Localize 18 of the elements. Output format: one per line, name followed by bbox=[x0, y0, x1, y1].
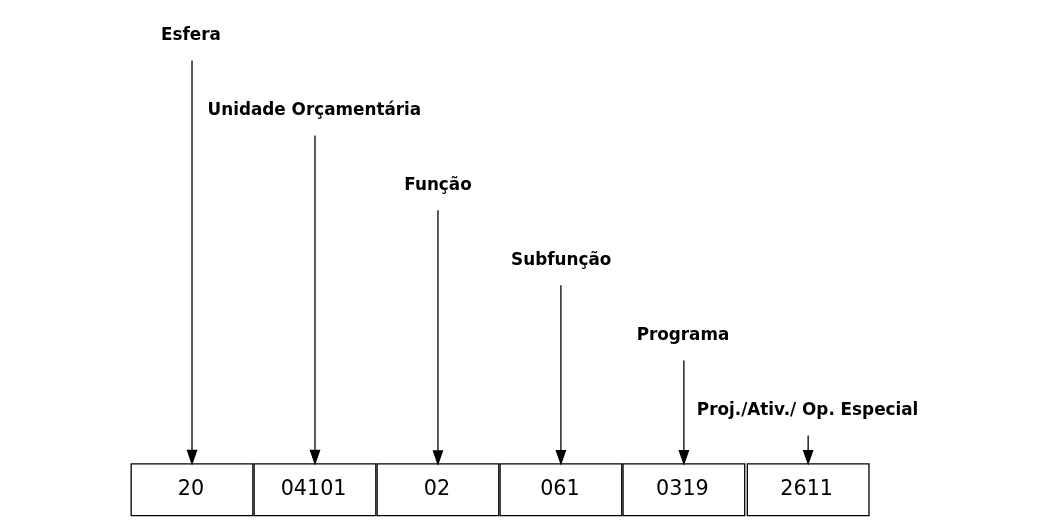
node-text: Esfera bbox=[160, 23, 221, 44]
node-text: Subfunção bbox=[510, 249, 611, 270]
arrow bbox=[677, 359, 689, 466]
node-box: 20 bbox=[130, 463, 253, 517]
arrow bbox=[432, 209, 443, 466]
arrow bbox=[802, 434, 814, 466]
node-text: Função bbox=[403, 173, 472, 194]
arrow bbox=[186, 59, 197, 466]
node-box: 0319 bbox=[621, 463, 745, 517]
arrow bbox=[555, 284, 566, 466]
node-text: Unidade Orçamentária bbox=[207, 98, 421, 119]
node-text: Programa bbox=[636, 324, 729, 345]
node-box: 2611 bbox=[746, 463, 870, 517]
node-box: 02 bbox=[375, 463, 499, 517]
node-box: 061 bbox=[498, 463, 622, 517]
arrow bbox=[309, 134, 320, 466]
node-box: 04101 bbox=[253, 463, 376, 517]
node-text: Proj./Ativ./ Op. Especial bbox=[696, 399, 918, 420]
